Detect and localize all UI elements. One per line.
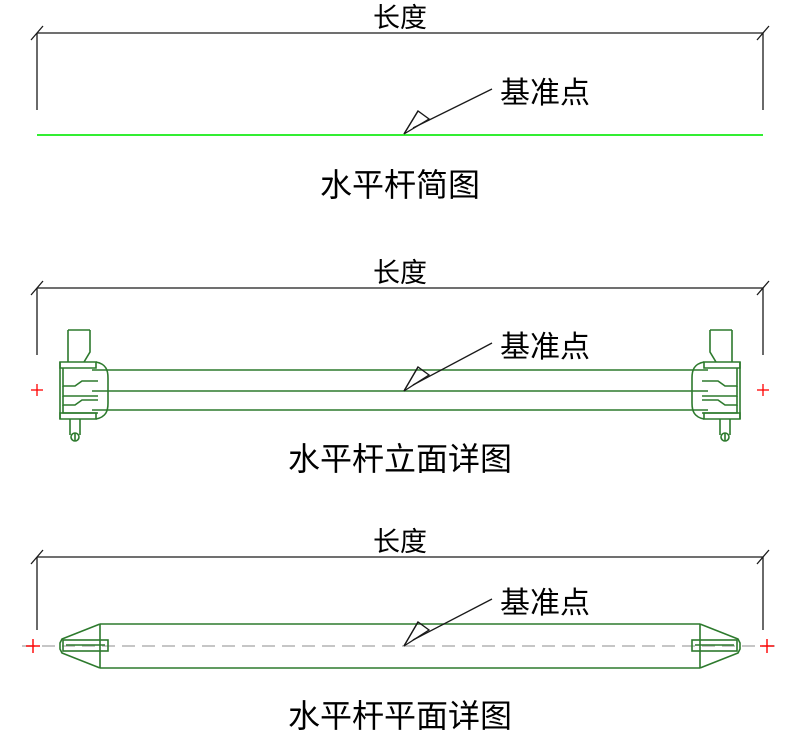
plan-leader-label: 基准点 — [500, 587, 590, 620]
plan-view-title: 水平杆平面详图 — [288, 698, 512, 734]
elevation-leader-label: 基准点 — [500, 331, 590, 364]
dimension-tick-left — [30, 25, 44, 41]
elevation-node-marker-right — [757, 384, 769, 396]
schematic-dimension-label: 长度 — [373, 3, 427, 33]
view-plan: 长度 基准点 水平杆平面详图 — [22, 527, 778, 734]
schematic-leader-label: 基准点 — [500, 77, 590, 110]
elevation-dimension-line — [30, 280, 770, 355]
elevation-rails — [92, 369, 708, 411]
schematic-view-title: 水平杆简图 — [320, 167, 480, 203]
view-elevation: 长度 基准点 水平杆立面详图 — [30, 258, 770, 477]
view-schematic: 长度 基准点 水平杆简图 — [30, 3, 770, 203]
dimension-tick-right — [756, 549, 770, 565]
plan-dimension-label: 长度 — [373, 527, 427, 557]
plan-bar-body — [99, 623, 701, 669]
elevation-view-title: 水平杆立面详图 — [288, 441, 512, 477]
plan-node-marker-left — [26, 639, 40, 653]
elevation-end-fitting-right — [691, 329, 741, 442]
elevation-node-marker-left — [31, 384, 43, 396]
plan-leader — [403, 598, 493, 647]
dimension-tick-right — [756, 25, 770, 41]
schematic-leader — [403, 88, 493, 135]
dimension-tick-left — [30, 549, 44, 565]
elevation-leader — [403, 342, 493, 392]
elevation-end-fitting-left — [59, 329, 109, 442]
plan-dimension-line — [30, 549, 770, 630]
dimension-tick-right — [756, 280, 770, 296]
elevation-dimension-label: 长度 — [373, 258, 427, 288]
plan-taper-left — [59, 623, 109, 669]
dimension-tick-left — [30, 280, 44, 296]
plan-taper-right — [691, 623, 741, 669]
schematic-dimension-line — [30, 25, 770, 110]
plan-node-marker-right — [760, 639, 774, 653]
